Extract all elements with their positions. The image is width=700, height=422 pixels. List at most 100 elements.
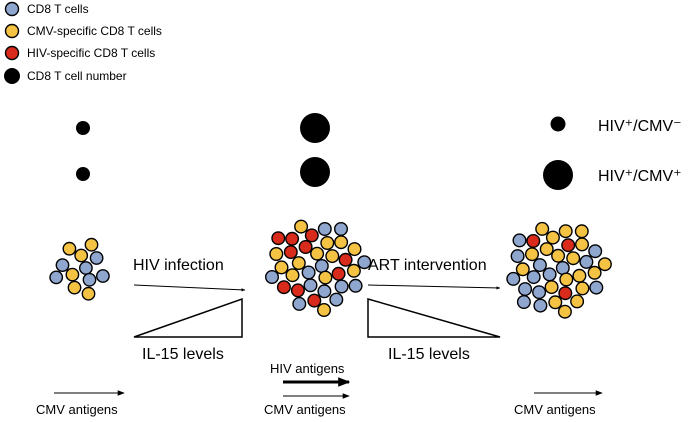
cd8-cell (555, 261, 570, 276)
cmv-cell (574, 224, 589, 239)
cell-number-dots (76, 113, 573, 190)
cmv-cell (539, 242, 554, 257)
cd8-cell (526, 270, 541, 285)
cmv-cell (548, 295, 563, 310)
cd8-cell (55, 258, 70, 272)
cd8-cell (510, 249, 525, 264)
cmv-cell (572, 268, 587, 283)
cd8-cell (512, 233, 527, 248)
cd8-cell (96, 269, 110, 283)
legend-label-cd8: CD8 T cells (27, 2, 89, 16)
cd8-cell (317, 284, 332, 299)
cmv-cell (587, 265, 602, 280)
cmv-antigen-label-baseline: CMV antigens (36, 402, 118, 417)
cmv-cell (545, 230, 560, 245)
cell-number-dot-art-hivpos-cmvneg (550, 116, 566, 132)
cmv-cell-swatch-icon (4, 23, 20, 39)
transition-arrow-art-intervention (367, 284, 501, 290)
cd8-cell (532, 285, 547, 300)
cell-cluster-baseline (49, 237, 110, 301)
group-label-hiv-pos-cmv-neg: HIV⁺/CMV⁻ (598, 118, 682, 135)
hiv-cell (271, 231, 286, 246)
hiv-cell (526, 233, 541, 248)
hiv-cell (338, 252, 353, 267)
cmv-cell (81, 286, 96, 301)
legend-item-cd8: CD8 T cells (4, 1, 89, 17)
cmv-cell (544, 280, 559, 295)
cd8-cell (579, 254, 594, 269)
hiv-cell-swatch-icon (4, 45, 20, 61)
cmv-cell (575, 237, 590, 252)
cell-cluster-hiv-infection (265, 219, 372, 318)
cell-number-dot-infection-hivpos-cmvneg (300, 113, 330, 143)
legend-item-hiv: HIV-specific CD8 T cells (4, 45, 155, 61)
transition-label-art-intervention: ART intervention (368, 257, 487, 274)
cd8-cell (518, 282, 533, 297)
group-label-hiv-pos-cmv-pos: HIV⁺/CMV⁺ (598, 168, 682, 185)
legend-item-cell-number: CD8 T cell number (4, 68, 127, 84)
cmv-cell (67, 280, 82, 295)
cd8-cell (314, 259, 329, 274)
cd8-cell (589, 280, 604, 295)
cd8-cell (506, 271, 521, 286)
cmv-cell (566, 251, 581, 266)
transition-hiv-infection: HIV infection IL-15 levels (133, 257, 246, 363)
il15-increasing-triangle (133, 297, 243, 338)
cell-number-dot-baseline-hivpos-cmvpos (76, 167, 90, 181)
cmv-cell (294, 219, 309, 234)
cell-cluster-art-intervention (506, 221, 612, 319)
il15-decreasing-triangle (367, 298, 501, 338)
hiv-cell (304, 228, 319, 243)
cell-number-dot-baseline-hivpos-cmvneg (76, 121, 90, 135)
cmv-cell (74, 248, 89, 263)
cmv-cell (269, 246, 284, 261)
hiv-cell (307, 293, 322, 308)
cmv-cell (334, 235, 349, 250)
cd8-cell (49, 270, 64, 285)
cmv-cell (558, 224, 573, 239)
legend: CD8 T cells CMV-specific CD8 T cells HIV… (4, 1, 162, 84)
cmv-cell (559, 272, 574, 287)
cd8-cell (588, 244, 603, 259)
cmv-cell (274, 260, 289, 275)
antigens-baseline: CMV antigens (36, 390, 125, 417)
hiv-cell (285, 231, 300, 246)
hiv-cell (331, 266, 346, 281)
cd8-cell (301, 265, 316, 280)
cmv-cell (325, 249, 340, 264)
transition-art-intervention: ART intervention IL-15 levels (367, 257, 501, 363)
cmv-cell (317, 303, 332, 318)
legend-label-cell-number: CD8 T cell number (27, 69, 127, 83)
cmv-cell (575, 281, 590, 296)
cd8-cell (292, 296, 307, 311)
cell-number-dot-art-hivpos-cmvpos (543, 160, 573, 190)
cd8-cell (357, 255, 372, 270)
il15-label-increasing: IL-15 levels (142, 346, 224, 363)
cmv-cell (557, 304, 572, 319)
cmv-cell (551, 248, 566, 263)
legend-label-hiv: HIV-specific CD8 T cells (27, 46, 155, 60)
cell-number-dot-icon (4, 68, 20, 84)
cmv-cell (597, 257, 612, 272)
cd8-cell (334, 279, 349, 294)
cmv-cell (65, 267, 80, 282)
cd8-cell (82, 272, 97, 287)
cmv-cell (310, 246, 325, 261)
legend-label-cmv: CMV-specific CD8 T cells (27, 24, 162, 38)
cd8-cell (329, 292, 344, 307)
transition-arrow-hiv-infection (133, 284, 246, 292)
cd8-cell (89, 251, 104, 265)
cd8-cell (542, 267, 557, 282)
cd8-cell (533, 298, 548, 313)
cmv-cell (535, 221, 550, 236)
cmv-cell (291, 256, 306, 271)
cmv-antigen-label-infection: CMV antigens (264, 402, 346, 417)
cd8-cell (303, 278, 318, 293)
cd8-cell (317, 221, 332, 236)
legend-item-cmv: CMV-specific CD8 T cells (4, 23, 162, 39)
cmv-cell (347, 242, 362, 257)
cmv-cell (515, 262, 530, 277)
cmv-cell (84, 237, 99, 252)
